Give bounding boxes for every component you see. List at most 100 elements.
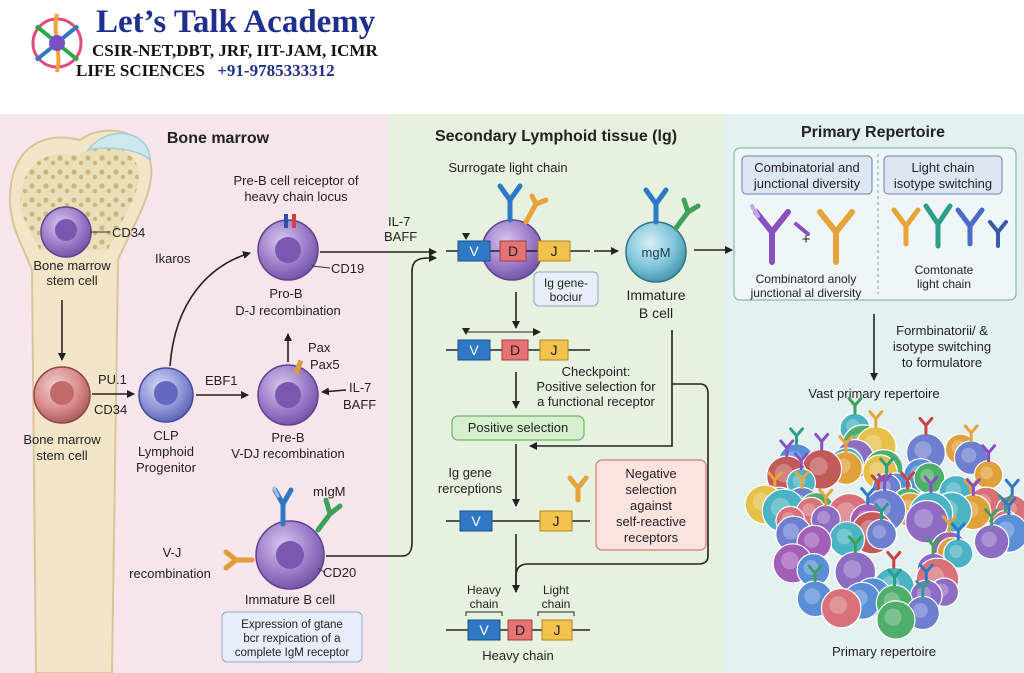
expression-line2: bcr rexpication of a bbox=[243, 633, 341, 645]
clp-label-line2: Lymphoid bbox=[138, 444, 194, 459]
light-chain-box bbox=[883, 155, 1003, 195]
iggene-line1: Ig gene- bbox=[544, 276, 588, 290]
gene1-d-label: D bbox=[508, 243, 518, 259]
repertoire-receptor bbox=[847, 396, 863, 415]
arrow-il7-to-preb bbox=[321, 387, 347, 396]
repertoire-cell-nucleus bbox=[869, 461, 886, 478]
logo-dna-motif bbox=[31, 13, 83, 73]
repertoire-receptor bbox=[918, 416, 934, 435]
baff-secondary-label: BAFF bbox=[384, 229, 417, 244]
combinatorial-line1: Combinatorial and bbox=[754, 160, 860, 175]
light-chain-line1: Light chain bbox=[912, 160, 975, 175]
prob-receptor-blue bbox=[284, 214, 288, 228]
repertoire-cell-nucleus bbox=[981, 531, 997, 547]
surrogate-label: Surrogate light chain bbox=[448, 160, 567, 175]
immature-b-nucleus bbox=[276, 541, 304, 569]
light-chain-antibodies bbox=[891, 203, 1008, 249]
il7-label: IL-7 bbox=[349, 380, 371, 395]
gene1-v bbox=[457, 240, 491, 262]
prob-label-line2: D-J recombination bbox=[235, 303, 341, 318]
cd34-label: CD34 bbox=[94, 402, 127, 417]
stem-label-line2: stem cell bbox=[36, 448, 87, 463]
expression-line3: complete IgM receptor bbox=[235, 647, 350, 659]
form-line2: isotype switching bbox=[893, 339, 991, 354]
gene3-j-label: J bbox=[553, 513, 560, 529]
repertoire-cell-nucleus bbox=[914, 508, 934, 529]
repertoire-cell-nucleus bbox=[781, 551, 799, 570]
secondary-title: Secondary Lymphoid tissue (lg) bbox=[435, 128, 677, 145]
gene2-d-label: D bbox=[510, 342, 520, 358]
repertoire-receptor bbox=[915, 579, 931, 598]
repertoire-receptor bbox=[1004, 478, 1020, 497]
gene4-j-label: J bbox=[554, 622, 561, 638]
gene2-v-label: V bbox=[469, 342, 479, 358]
prob-label-line1: Pro-B bbox=[269, 286, 302, 301]
gene1-j bbox=[537, 240, 571, 262]
gene1-j-label: J bbox=[551, 243, 558, 259]
neg-receptor-icon bbox=[567, 475, 589, 503]
negative-selection-box bbox=[595, 459, 707, 551]
light-chain-line2: isotype switching bbox=[894, 176, 992, 191]
repertoire-cell bbox=[820, 587, 862, 629]
repertoire-receptor bbox=[838, 435, 854, 454]
hsc-nucleus bbox=[55, 219, 77, 241]
preb-label-line1: Pre-B bbox=[271, 430, 304, 445]
repertoire-cell-nucleus bbox=[804, 532, 820, 548]
preb-nucleus bbox=[275, 382, 301, 408]
hsc-label-line2: stem cell bbox=[46, 273, 97, 288]
light-caption-line1: Comtonate bbox=[915, 263, 974, 277]
repertoire-cell-nucleus bbox=[914, 441, 932, 459]
primary-title: Primary Repertoire bbox=[801, 124, 945, 141]
expression-line1: Expression of gtane bbox=[241, 619, 343, 631]
immature-b-label: Immature B cell bbox=[245, 592, 335, 607]
gene1-d bbox=[499, 240, 527, 262]
repertoire-cell-nucleus bbox=[804, 588, 821, 605]
light-caption-line2: light chain bbox=[917, 277, 971, 291]
clp-nucleus bbox=[154, 381, 178, 405]
repertoire-cell-nucleus bbox=[912, 603, 928, 618]
gene2-d bbox=[501, 339, 529, 361]
gene-marker-1 bbox=[462, 233, 470, 240]
repertoire-receptor bbox=[779, 439, 795, 458]
brand-title: Let’s Talk Academy bbox=[96, 4, 376, 40]
heavy-label-line2: chain bbox=[470, 597, 499, 611]
negative-line5: receptors bbox=[624, 530, 679, 545]
repertoire-receptor bbox=[877, 473, 893, 492]
prob-receptor-red bbox=[292, 214, 296, 228]
repertoire-cell-nucleus bbox=[836, 528, 853, 545]
repertoire-receptor bbox=[925, 536, 941, 555]
repertoire-cell-nucleus bbox=[817, 511, 831, 524]
prebcr-label-line1: Pre-B cell reiceptor of bbox=[234, 173, 359, 188]
iggene-line2: bociur bbox=[550, 290, 583, 304]
prob-nucleus bbox=[275, 237, 301, 263]
stem-nucleus bbox=[50, 381, 74, 405]
immature-sec-line2: B cell bbox=[639, 305, 673, 321]
gene2-j bbox=[539, 339, 569, 361]
repertoire-receptor bbox=[923, 475, 939, 494]
repertoire-receptor bbox=[860, 487, 876, 506]
gene1-v-label: V bbox=[469, 243, 479, 259]
repertoire-receptor bbox=[950, 522, 966, 541]
negative-line2: selection bbox=[625, 482, 676, 497]
hsc-cd34-label: CD34 bbox=[112, 225, 145, 240]
form-line1: Formbinatorii/ & bbox=[896, 323, 988, 338]
heavy-label-line1: Heavy bbox=[467, 583, 501, 597]
il7-secondary-label: IL-7 bbox=[388, 214, 410, 229]
prebcr-label-line2: heavy chain locus bbox=[244, 189, 348, 204]
gene4-d bbox=[507, 619, 533, 641]
gene4-j bbox=[541, 619, 573, 641]
stem-label-line1: Bone marrow bbox=[23, 432, 101, 447]
repertoire-receptor bbox=[1001, 497, 1017, 516]
repertoire-receptor bbox=[818, 488, 834, 507]
heavy-chain-bottom: Heavy chain bbox=[482, 648, 554, 663]
vj-label-line2: recombination bbox=[129, 566, 211, 581]
hsc-label-line1: Bone marrow bbox=[33, 258, 111, 273]
mgm-label: mgM bbox=[642, 245, 671, 260]
mgm-receptor bbox=[643, 187, 701, 231]
plus-sign: + bbox=[802, 231, 811, 248]
repertoire-cell bbox=[876, 600, 916, 640]
ig-receptions-line1: Ig gene bbox=[448, 465, 491, 480]
vj-receptor-icon bbox=[223, 549, 255, 571]
